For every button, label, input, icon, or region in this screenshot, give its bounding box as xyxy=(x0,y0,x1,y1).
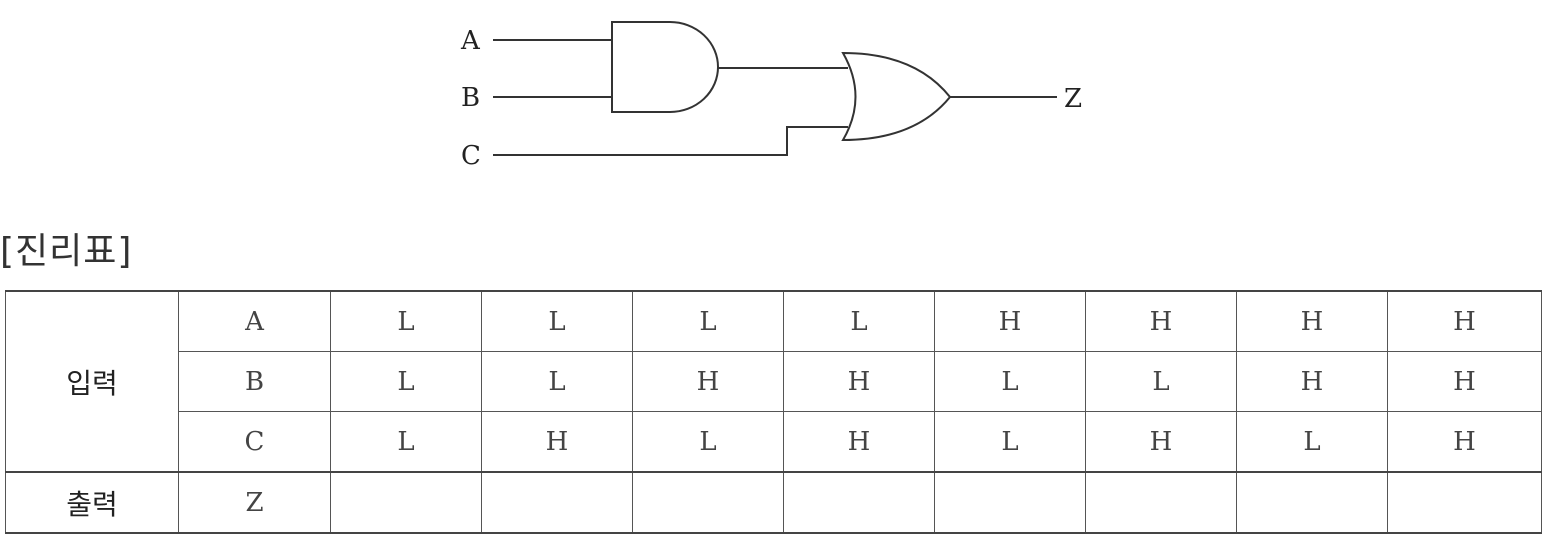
table-cell: L xyxy=(632,290,784,352)
table-row-c: C L H L H L H L H xyxy=(6,411,1542,473)
truth-table-title: [진리표] xyxy=(0,231,133,272)
signal-label-a: A xyxy=(178,290,331,352)
logic-circuit-diagram: A B C Z xyxy=(460,21,1082,171)
signal-label-b: B xyxy=(178,351,331,412)
input-label-b: B xyxy=(461,83,480,113)
truth-table: 입력 A L L L L H H H H B L L H H L L H H C… xyxy=(5,290,1542,534)
table-cell: H xyxy=(632,351,784,412)
output-cell xyxy=(1387,471,1542,534)
table-cell: L xyxy=(632,411,784,473)
table-cell: H xyxy=(1387,411,1542,473)
table-cell: L xyxy=(330,290,482,352)
output-cell xyxy=(632,471,784,534)
output-cell xyxy=(783,471,935,534)
signal-label-c: C xyxy=(178,411,331,473)
table-cell: H xyxy=(1085,290,1237,352)
input-label-a: A xyxy=(460,26,481,56)
wire-c xyxy=(493,126,848,156)
output-cell xyxy=(330,471,482,534)
table-cell: H xyxy=(1085,411,1237,473)
table-cell: H xyxy=(934,290,1086,352)
table-cell: H xyxy=(481,411,633,473)
table-cell: H xyxy=(1387,290,1542,352)
table-cell: L xyxy=(330,351,482,412)
output-cell xyxy=(481,471,633,534)
output-group-label: 출력 xyxy=(5,471,179,534)
table-row-z: 출력 Z xyxy=(5,471,1542,534)
output-cell xyxy=(1085,471,1237,534)
output-label-z: Z xyxy=(1064,84,1082,114)
input-label-c: C xyxy=(461,141,481,171)
and-gate xyxy=(611,21,719,113)
table-cell: L xyxy=(330,411,482,473)
input-group-label: 입력 xyxy=(5,290,179,473)
table-cell: L xyxy=(481,290,633,352)
output-cell xyxy=(934,471,1086,534)
table-cell: L xyxy=(934,411,1086,473)
table-cell: L xyxy=(783,290,935,352)
table-cell: H xyxy=(1387,351,1542,412)
table-row-a: 입력 A L L L L H H H H xyxy=(5,290,1542,473)
table-cell: L xyxy=(481,351,633,412)
output-cell xyxy=(1236,471,1388,534)
table-cell: H xyxy=(783,351,935,412)
table-cell: L xyxy=(1085,351,1237,412)
or-gate xyxy=(841,51,952,142)
table-cell: L xyxy=(934,351,1086,412)
table-cell: L xyxy=(1236,411,1388,473)
table-cell: H xyxy=(1236,351,1388,412)
table-cell: H xyxy=(1236,290,1388,352)
signal-label-z: Z xyxy=(178,471,331,534)
table-cell: H xyxy=(783,411,935,473)
table-row-b: B L L H H L L H H xyxy=(6,351,1542,412)
